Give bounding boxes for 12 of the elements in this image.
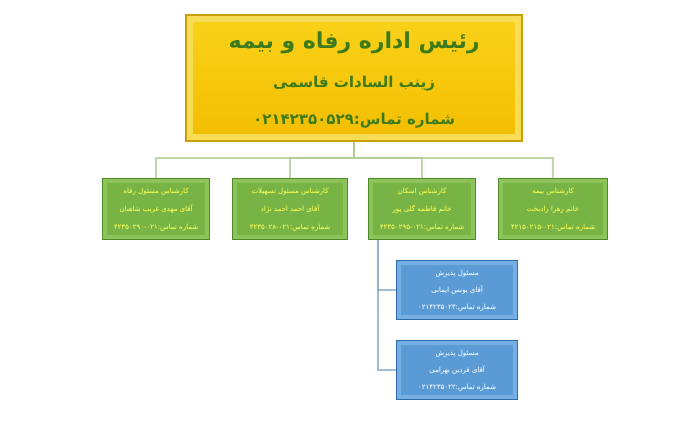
staff-box: [368, 178, 476, 240]
staff-box: [498, 178, 608, 240]
staff-box: [396, 260, 518, 320]
connector-line: [377, 240, 396, 371]
staff-box: [396, 340, 518, 400]
person-name: زینب السادات قاسمی: [273, 72, 435, 90]
phone-number: شماره تماس:۰۲۱۴۲۳۵۰۵۲۹: [253, 110, 455, 128]
staff-box: [102, 178, 210, 240]
job-title: رئیس اداره رفاه و بیمه: [228, 28, 480, 54]
staff-box: [232, 178, 348, 240]
manager-box: [185, 14, 523, 142]
connector-line: [155, 142, 355, 178]
